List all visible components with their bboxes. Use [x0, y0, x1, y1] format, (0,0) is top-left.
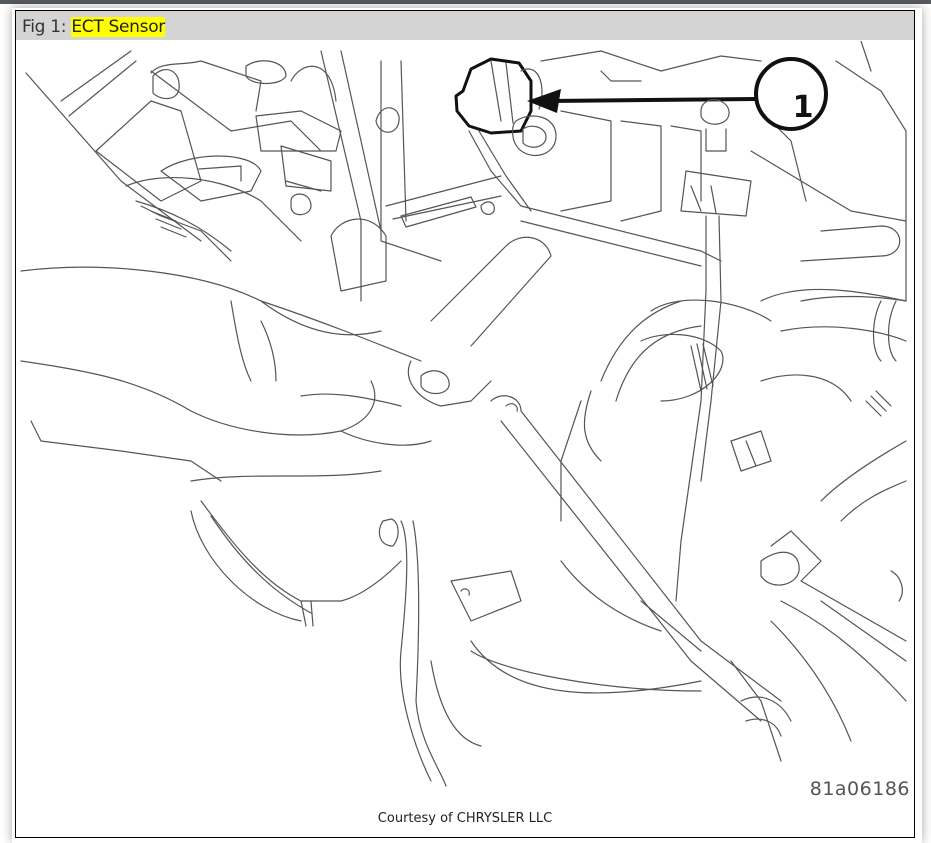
lower-right-lines: [730, 390, 907, 762]
figure-frame: Fig 1: ECT Sensor: [15, 10, 915, 838]
tool-shaft-lines: [407, 236, 792, 737]
figure-credit: Courtesy of CHRYSLER LLC: [377, 811, 553, 826]
figure-code: 81a06186: [809, 778, 910, 800]
engine-block-lines: [25, 50, 502, 302]
cylinder-head-lines: [520, 40, 907, 362]
figure-caption: Fig 1: ECT Sensor: [22, 17, 165, 37]
wiring-harness-lines: [560, 295, 907, 522]
bolt-and-connector-lines: [675, 99, 752, 602]
caption-highlight: ECT Sensor: [71, 17, 165, 37]
callout-number: 1: [792, 90, 814, 125]
lower-hose-lines: [190, 500, 702, 787]
hand-lines: [20, 266, 432, 482]
window-top-bar: [0, 0, 931, 4]
ect-sensor-connector-drawing: [454, 57, 557, 212]
ect-sensor-line-drawing: 1: [16, 40, 914, 801]
caption-prefix: Fig 1:: [22, 17, 72, 37]
callout-1-graphic: [527, 57, 828, 131]
caption-bar: Fig 1: ECT Sensor: [16, 11, 914, 40]
